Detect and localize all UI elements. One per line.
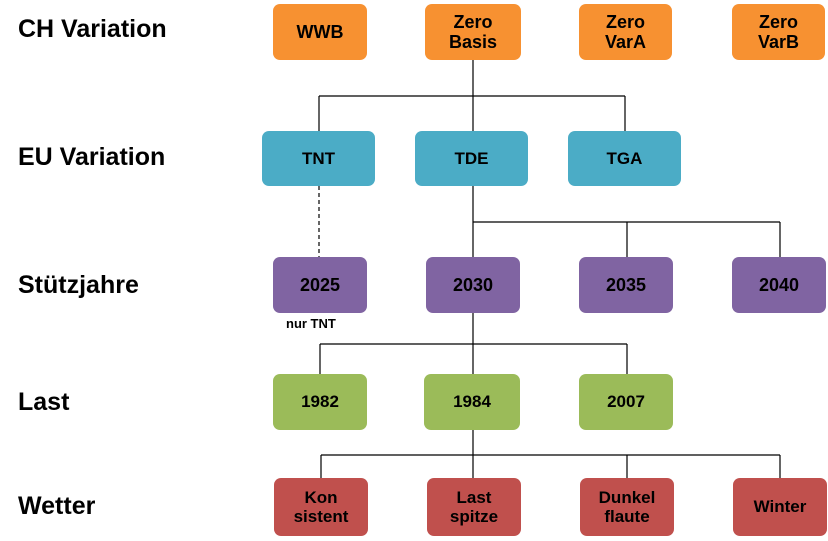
- row-label-last: Last: [18, 388, 70, 416]
- eu-variant-tnt: TNT: [262, 131, 375, 186]
- row-label-wetter: Wetter: [18, 492, 96, 520]
- year-label: 2040: [758, 274, 800, 295]
- ch-variant-label: Zero: [605, 11, 645, 32]
- ch-variant-label: Zero: [453, 11, 493, 32]
- row-label-stuetzjahre: Stützjahre: [18, 271, 139, 299]
- year-2035: 2035: [579, 257, 673, 313]
- eu-variant-tga: TGA: [568, 131, 681, 186]
- load-2007: 2007: [579, 374, 673, 430]
- year-2030: 2030: [426, 257, 520, 313]
- eu-variant-label: TNT: [301, 148, 336, 168]
- load-label: 1984: [453, 392, 491, 412]
- load-label: 2007: [607, 392, 645, 412]
- eu-variant-label: TGA: [606, 148, 643, 168]
- weather-label: spitze: [449, 507, 499, 526]
- ch-variant-wwb: WWB: [273, 4, 367, 60]
- ch-variant-label: VarB: [757, 32, 800, 52]
- eu-variant-tde: TDE: [415, 131, 528, 186]
- load-1982: 1982: [273, 374, 367, 430]
- ch-variant-label: WWB: [296, 21, 344, 42]
- weather-label: Last: [456, 487, 492, 507]
- load-1984: 1984: [424, 374, 520, 430]
- year-note: nur TNT: [286, 316, 336, 331]
- row-label-eu-variation: EU Variation: [18, 143, 166, 171]
- ch-variant-label: VarA: [604, 32, 647, 52]
- weather-label: Winter: [753, 497, 807, 517]
- year-label: 2035: [605, 274, 647, 295]
- row-label-ch-variation: CH Variation: [18, 15, 167, 43]
- ch-variant-label: Basis: [448, 32, 498, 52]
- weather-winter: Winter: [733, 478, 827, 536]
- load-label: 1982: [301, 392, 339, 412]
- ch-variant-label: Zero: [758, 11, 798, 32]
- weather-label: Kon: [304, 487, 338, 507]
- eu-variant-label: TDE: [454, 148, 489, 168]
- weather-label: sistent: [293, 507, 349, 526]
- year-2040: 2040: [732, 257, 826, 313]
- year-2025: 2025: [273, 257, 367, 313]
- year-label: 2030: [452, 274, 494, 295]
- year-label: 2025: [299, 274, 341, 295]
- weather-label: Dunkel: [598, 487, 656, 507]
- weather-label: flaute: [604, 507, 650, 526]
